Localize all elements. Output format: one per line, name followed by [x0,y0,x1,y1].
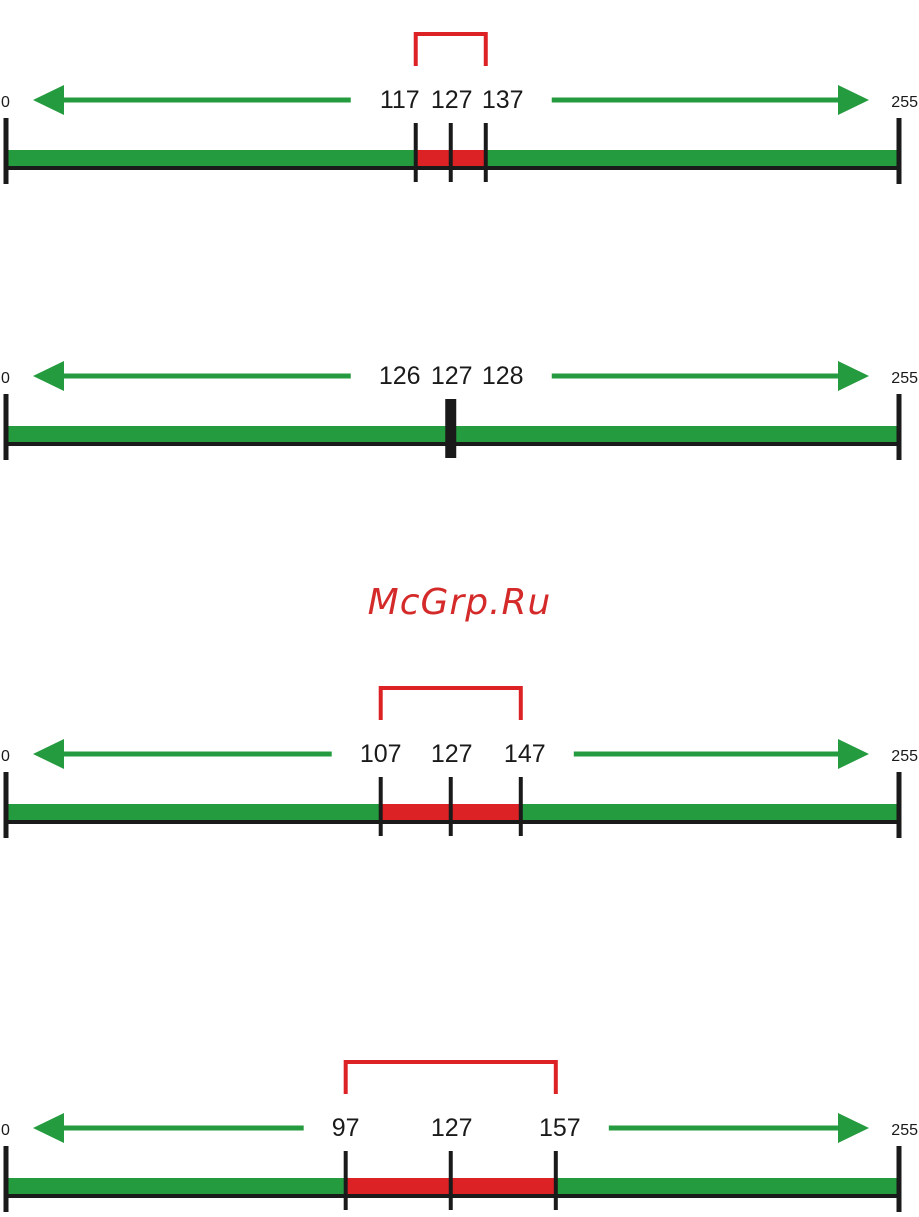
arrow-right-head [838,739,869,769]
arrow-right-head [838,361,869,391]
label-scale-max: 255 [891,748,918,765]
label-high: 137 [482,86,524,114]
arrow-right-head [838,1113,869,1143]
label-high: 157 [539,1114,581,1142]
window-bracket [346,1062,556,1094]
arrow-right-head [838,85,869,115]
label-center: 127 [431,86,473,114]
label-low: 117 [380,86,420,114]
label-center: 127 [431,1114,473,1142]
label-low: 126 [379,362,421,390]
arrow-left-head [33,1113,64,1143]
label-center: 127 [431,362,473,390]
watermark: McGrp.Ru [0,582,919,623]
label-scale-max: 255 [891,94,918,111]
label-high: 128 [482,362,524,390]
label-scale-min: 0 [1,370,10,387]
window-bracket [381,688,521,720]
label-scale-min: 0 [1,1122,10,1139]
label-scale-max: 255 [891,370,918,387]
arrow-left-head [33,739,64,769]
label-high: 147 [504,740,546,768]
label-center: 127 [431,740,473,768]
arrow-left-head [33,361,64,391]
label-scale-min: 0 [1,748,10,765]
label-low: 107 [360,740,402,768]
label-scale-max: 255 [891,1122,918,1139]
label-low: 97 [332,1114,360,1142]
label-scale-min: 0 [1,94,10,111]
window-bracket [416,34,486,66]
arrow-left-head [33,85,64,115]
